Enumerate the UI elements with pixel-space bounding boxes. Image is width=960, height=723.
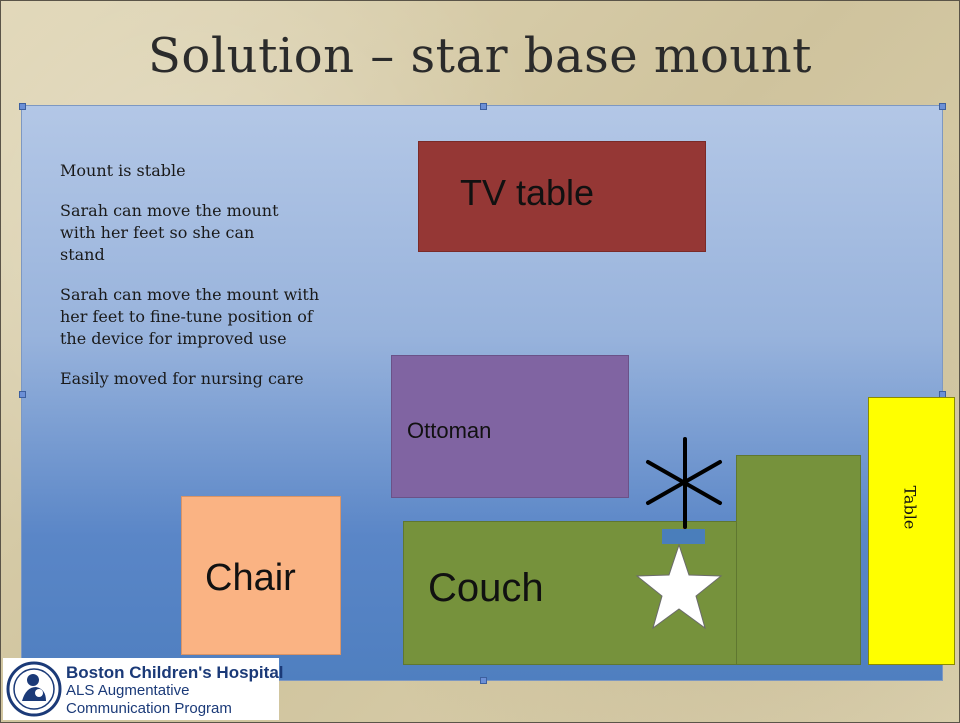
ottoman-shape[interactable]: [392, 356, 628, 497]
note-fine-tune: Sarah can move the mount with her feet t…: [60, 285, 320, 348]
resize-handle-top-right[interactable]: [939, 103, 946, 110]
hospital-logo: Boston Children's Hospital ALS Augmentat…: [3, 658, 284, 720]
tv-table-shape[interactable]: [419, 142, 705, 251]
slide-title: Solution – star base mount: [148, 28, 812, 84]
note-nursing: Easily moved for nursing care: [60, 369, 304, 388]
resize-handle-middle-left[interactable]: [19, 391, 26, 398]
resize-handle-top-center[interactable]: [480, 103, 487, 110]
side-table-shape[interactable]: [869, 398, 954, 664]
ottoman-label: Ottoman: [407, 418, 492, 443]
hospital-seal-icon: [6, 661, 62, 717]
tv-table-label: TV table: [460, 172, 595, 213]
note-stable: Mount is stable: [60, 161, 186, 180]
chair-shape[interactable]: [182, 497, 340, 654]
notes-text: Mount is stable Sarah can move the mount…: [60, 160, 360, 408]
asterisk-legs-icon[interactable]: [646, 437, 722, 529]
resize-handle-bottom-center[interactable]: [480, 677, 487, 684]
resize-handle-middle-right[interactable]: [939, 391, 946, 398]
chair-label: Chair: [205, 557, 296, 599]
white-star-icon[interactable]: [635, 543, 723, 630]
couch-label: Couch: [428, 566, 544, 610]
logo-hospital-name: Boston Children's Hospital: [66, 663, 284, 682]
logo-program-line1: ALS Augmentative: [66, 682, 190, 699]
mount-plate[interactable]: [662, 529, 705, 544]
logo-program-line2: Communication Program: [66, 700, 232, 717]
resize-handle-top-left[interactable]: [19, 103, 26, 110]
note-stand: Sarah can move the mount with her feet s…: [60, 201, 279, 264]
couch-arm-shape[interactable]: [737, 456, 860, 664]
